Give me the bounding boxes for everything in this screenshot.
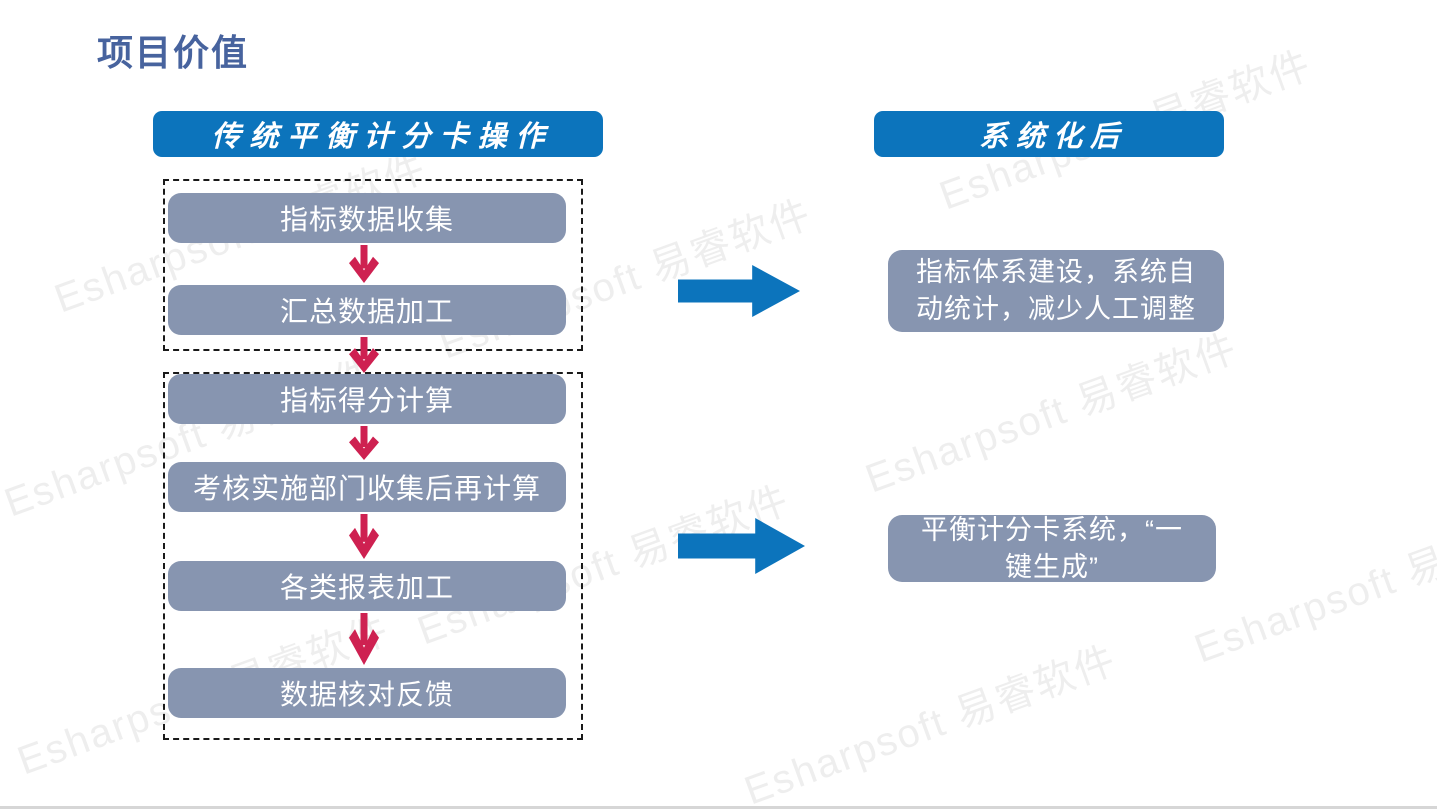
flow-step-4: 考核实施部门收集后再计算 [168, 462, 566, 512]
flow-step-1: 指标数据收集 [168, 193, 566, 243]
flow-step-3: 指标得分计算 [168, 374, 566, 424]
watermark-text: Esharpsoft 易睿软件 [738, 637, 1123, 811]
down-arrow-icon [349, 426, 379, 460]
flow-group-2-frame [163, 372, 583, 740]
left-column-header: 传统平衡计分卡操作 [153, 111, 603, 157]
down-arrow-icon [349, 245, 379, 283]
down-arrow-icon [349, 613, 379, 665]
result-box-2-line-2: 键生成” [1005, 551, 1099, 582]
result-box-1-line-1: 指标体系建设，系统自 [916, 257, 1196, 287]
result-box-2-line-1: 平衡计分卡系统，“一 [921, 514, 1183, 545]
result-box-1: 指标体系建设，系统自 动统计，减少人工调整 [888, 250, 1224, 332]
right-arrow-icon [678, 518, 805, 574]
result-box-1-line-2: 动统计，减少人工调整 [916, 294, 1196, 324]
watermark-text: Esharpsoft 易睿软件 [859, 325, 1244, 502]
down-arrow-icon [349, 337, 379, 373]
watermark-text: Esharpsoft 易睿软件 [1188, 495, 1437, 672]
flow-step-2: 汇总数据加工 [168, 285, 566, 335]
flow-step-5: 各类报表加工 [168, 561, 566, 611]
flow-step-6: 数据核对反馈 [168, 668, 566, 718]
page-title: 项目价值 [97, 32, 250, 73]
right-arrow-icon [678, 265, 800, 317]
bottom-divider [0, 806, 1437, 809]
right-column-header: 系统化后 [874, 111, 1224, 157]
down-arrow-icon [349, 514, 379, 559]
result-box-2: 平衡计分卡系统，“一 键生成” [888, 515, 1216, 582]
